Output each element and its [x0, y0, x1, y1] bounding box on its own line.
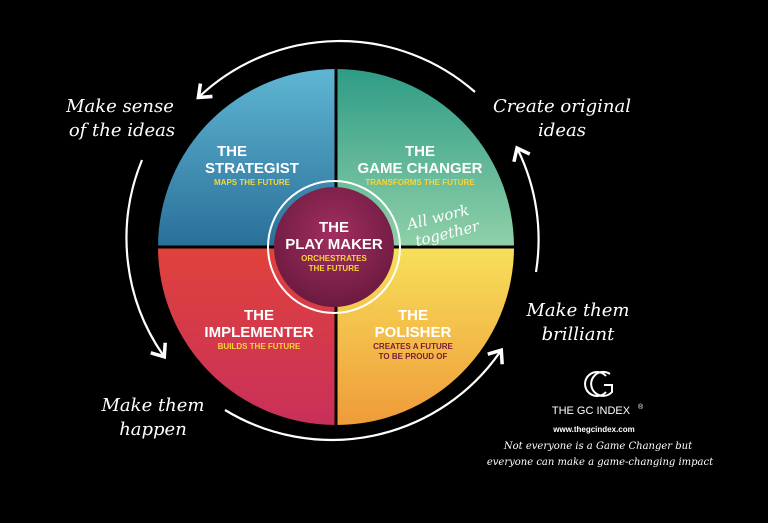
game-changer-subtitle: TRANSFORMS THE FUTURE	[365, 178, 475, 187]
strategist-title-2: STRATEGIST	[205, 160, 299, 177]
play-maker-title-2: PLAY MAKER	[285, 236, 383, 253]
caption-make-brilliant-2: brilliant	[542, 324, 615, 345]
logo-registered: ®	[638, 403, 644, 411]
tagline-line-1: Not everyone is a Game Changer but	[503, 441, 693, 452]
caption-make-sense-2: of the ideas	[69, 120, 175, 141]
caption-make-happen-2: happen	[119, 419, 187, 440]
implementer-title-1: THE	[244, 307, 274, 324]
caption-make-brilliant-1: Make them	[526, 300, 630, 321]
game-changer-title-1: THE	[405, 143, 435, 160]
center-play-maker-outline	[267, 180, 401, 314]
cycle-arrow-right	[512, 145, 540, 273]
caption-make-sense-1: Make sense	[65, 96, 174, 117]
tagline-line-2: everyone can make a game-changing impact	[487, 457, 714, 468]
caption-create-original-2: ideas	[538, 120, 586, 141]
quadrant-implementer	[158, 247, 336, 425]
quadrant-strategist	[158, 69, 336, 247]
logo-name: THE GC INDEX	[552, 405, 631, 417]
polisher-subtitle-2: TO BE PROUD OF	[379, 352, 448, 361]
play-maker-title-1: THE	[319, 219, 349, 236]
caption-make-happen-1: Make them	[101, 395, 205, 416]
strategist-title-1: THE	[217, 143, 247, 160]
cycle-arrow-bottom	[224, 347, 504, 441]
implementer-subtitle: BUILDS THE FUTURE	[218, 342, 301, 351]
polisher-title-1: THE	[398, 307, 428, 324]
quadrant-game-changer	[336, 69, 514, 247]
center-play-maker	[274, 187, 394, 307]
polisher-subtitle-1: CREATES A FUTURE	[373, 342, 453, 351]
cycle-arrow-top	[196, 39, 476, 100]
strategist-subtitle: MAPS THE FUTURE	[214, 178, 291, 187]
game-changer-title-2: GAME CHANGER	[357, 160, 482, 177]
logo-url: www.thegcindex.com	[552, 425, 635, 434]
play-maker-subtitle-2: THE FUTURE	[309, 264, 360, 273]
play-maker-subtitle-1: ORCHESTRATES	[301, 254, 367, 263]
cycle-arrow-left	[125, 159, 167, 360]
polisher-title-2: POLISHER	[375, 324, 452, 341]
quadrant-polisher	[336, 247, 514, 425]
caption-create-original-1: Create original	[493, 96, 631, 117]
gc-logo-icon	[584, 370, 613, 397]
implementer-title-2: IMPLEMENTER	[204, 324, 313, 341]
